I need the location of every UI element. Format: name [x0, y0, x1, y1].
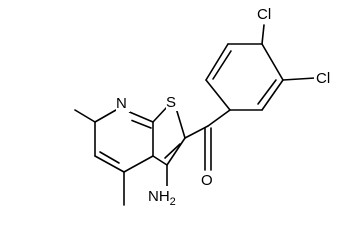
bond — [261, 79, 284, 111]
bond — [184, 125, 209, 139]
chlorine-top-label: Cl — [257, 6, 271, 23]
thiophene-ring — [152, 106, 186, 166]
bond — [131, 119, 152, 129]
bond — [261, 43, 284, 81]
bond — [123, 155, 154, 173]
carbonyl-group — [184, 109, 231, 171]
bond — [74, 109, 96, 123]
sulfur-label: S — [166, 94, 176, 111]
bond — [166, 137, 186, 166]
bond — [99, 151, 120, 164]
bond — [207, 109, 231, 127]
bond — [257, 79, 277, 105]
bond — [261, 24, 265, 45]
pyridine-ring — [94, 109, 154, 173]
chemical-structure: N S O NH2 Cl Cl — [74, 4, 338, 208]
bond — [205, 43, 229, 81]
bond — [128, 111, 154, 123]
bond — [94, 109, 117, 123]
amino-subscript: 2 — [170, 196, 176, 208]
bond — [212, 50, 232, 80]
bond — [164, 143, 181, 159]
bond — [152, 155, 168, 166]
oxygen-label: O — [201, 172, 213, 189]
methyl-groups — [74, 109, 125, 206]
amino-label: NH2 — [148, 188, 176, 208]
amino-nh: NH — [148, 188, 170, 205]
bond — [175, 107, 186, 139]
dichlorophenyl-ring — [205, 24, 316, 111]
bond — [282, 77, 316, 81]
bond — [152, 106, 168, 123]
nitrogen-label: N — [116, 95, 127, 112]
bond — [205, 79, 231, 111]
bond — [94, 155, 125, 173]
atom-labels: N S O NH2 Cl Cl — [116, 4, 338, 208]
chlorine-right-label: Cl — [316, 70, 330, 87]
